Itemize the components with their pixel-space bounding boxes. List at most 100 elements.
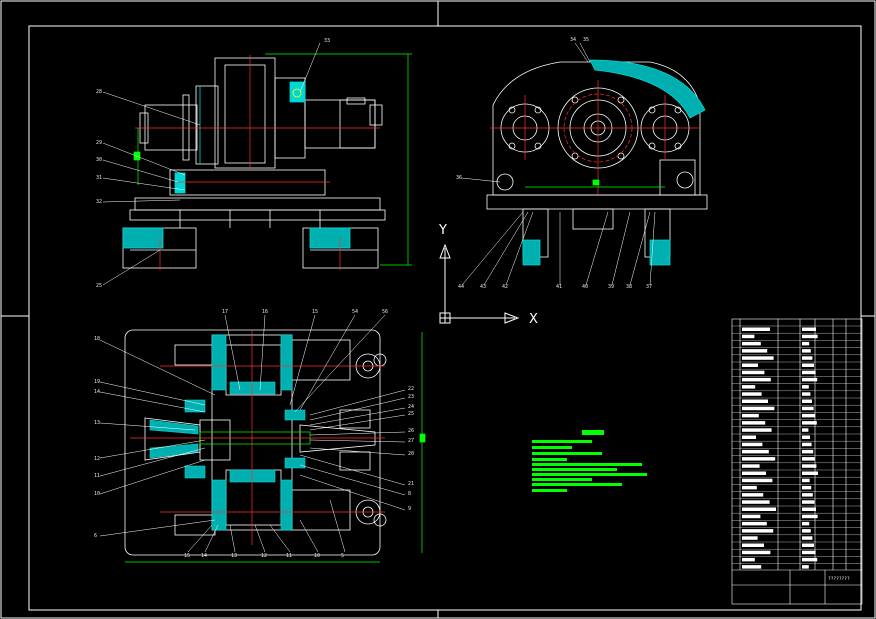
parts-list-cell [802, 507, 816, 511]
parts-list-cell [742, 428, 772, 432]
parts-list-cell [742, 349, 768, 353]
top-right-part-label: 21 [408, 481, 414, 487]
top-right-part-label: 24 [408, 404, 414, 410]
top-section-dimensions [125, 332, 426, 563]
parts-list-cell [802, 449, 814, 454]
parts-list-cell [802, 421, 817, 425]
parts-list-cell [742, 550, 771, 555]
parts-list-cell [802, 471, 818, 475]
top-left-part-label: 19 [94, 379, 100, 385]
parts-list-cell [802, 370, 816, 375]
top-right-part-label: 26 [408, 428, 414, 434]
parts-list-cell [742, 413, 759, 418]
parts-list-cell [802, 557, 818, 562]
parts-list-cell [802, 500, 815, 504]
parts-list-cell [802, 514, 818, 519]
front-view-dimensions [133, 53, 412, 266]
parts-list-cell [802, 363, 814, 367]
top-top-part-label: 54 [352, 309, 358, 315]
front-view [122, 57, 386, 269]
parts-list-cell [802, 356, 813, 360]
top-bottom-part-leader [254, 524, 266, 553]
top-bottom-part-label: 12 [261, 553, 267, 559]
parts-list-cell [742, 565, 762, 569]
side-view-part-label: 35 [583, 37, 589, 43]
top-right-part-leader [309, 439, 406, 443]
top-right-part-leader [309, 407, 406, 426]
top-section-centerlines [130, 330, 385, 545]
front-view-part-label: 30 [96, 157, 102, 163]
front-view-centerlines [135, 55, 380, 270]
parts-list-table [731, 318, 863, 605]
top-left-part-label: 14 [94, 389, 100, 395]
top-right-part-leader [299, 454, 406, 486]
top-left-part-label: 13 [94, 420, 100, 426]
parts-list-cell [802, 464, 817, 468]
axis-x-label: X [529, 312, 538, 327]
top-bottom-part-label: 14 [201, 553, 207, 559]
parts-list-cell [742, 557, 755, 562]
parts-list-cell [742, 435, 756, 439]
top-right-part-label: 27 [408, 438, 414, 444]
parts-list-cell [802, 341, 810, 346]
top-right-part-leader [309, 389, 406, 416]
parts-list-cell [802, 327, 816, 331]
top-bottom-part-leader [299, 519, 319, 553]
parts-list-cell [802, 521, 810, 526]
top-section-hatching [149, 334, 306, 531]
top-bottom-part-leader [269, 524, 291, 553]
top-bottom-part-leader [204, 524, 219, 553]
side-view-part-leader [461, 211, 524, 286]
parts-list-cell [802, 550, 816, 555]
side-view-part-leader [574, 42, 589, 63]
side-view-part-leader [579, 42, 591, 63]
top-left-part-leader [99, 391, 206, 413]
top-left-part-leader [99, 381, 206, 406]
side-view-part-label: 36 [456, 175, 462, 181]
top-left-part-leader [99, 459, 206, 495]
top-bottom-part-label: 11 [286, 553, 292, 559]
parts-list-cell [802, 435, 810, 439]
parts-list-cell [802, 377, 818, 382]
top-bottom-part-label: 15 [184, 553, 190, 559]
side-view-part-leader [629, 211, 651, 286]
top-left-part-label: 18 [94, 336, 100, 342]
top-right-part-leader [309, 431, 406, 436]
side-view-part-label: 43 [480, 284, 486, 290]
top-right-part-leader [309, 397, 406, 421]
side-view-part-label: 38 [626, 284, 632, 290]
drawing-number: ???????? [828, 576, 850, 582]
top-left-part-label: 11 [94, 473, 100, 479]
parts-list-cell [742, 399, 768, 403]
side-view-part-label: 40 [582, 284, 588, 290]
parts-list-cell [742, 385, 756, 389]
parts-list-cell [742, 406, 775, 411]
front-view-part-leader [102, 177, 186, 191]
top-right-part-label: 22 [408, 386, 414, 392]
side-view-part-leader [505, 211, 534, 286]
parts-list-cell [802, 406, 814, 411]
front-view-part-leader [102, 91, 201, 126]
top-top-part-label: 56 [382, 309, 388, 315]
parts-list-cell [742, 521, 767, 526]
parts-list-cell [742, 377, 771, 382]
top-left-part-leader [99, 422, 196, 431]
side-view-part-leader [461, 177, 501, 183]
top-right-part-leader [299, 474, 406, 511]
top-right-part-leader [299, 464, 406, 496]
top-section-view [124, 329, 387, 556]
parts-list-cell [742, 370, 765, 375]
top-left-part-label: 6 [94, 533, 97, 539]
technical-notes [532, 430, 647, 492]
parts-list-cell [742, 478, 773, 483]
side-view-centerlines [490, 80, 700, 195]
parts-list-cell [742, 507, 776, 511]
front-view-part-leader [102, 159, 179, 183]
parts-list-cell [802, 385, 809, 389]
top-top-part-leader [294, 314, 386, 413]
front-view-part-label: 33 [324, 38, 330, 44]
parts-list-cell [802, 428, 809, 432]
parts-list-cell [742, 514, 761, 519]
parts-list-rows [732, 325, 862, 569]
